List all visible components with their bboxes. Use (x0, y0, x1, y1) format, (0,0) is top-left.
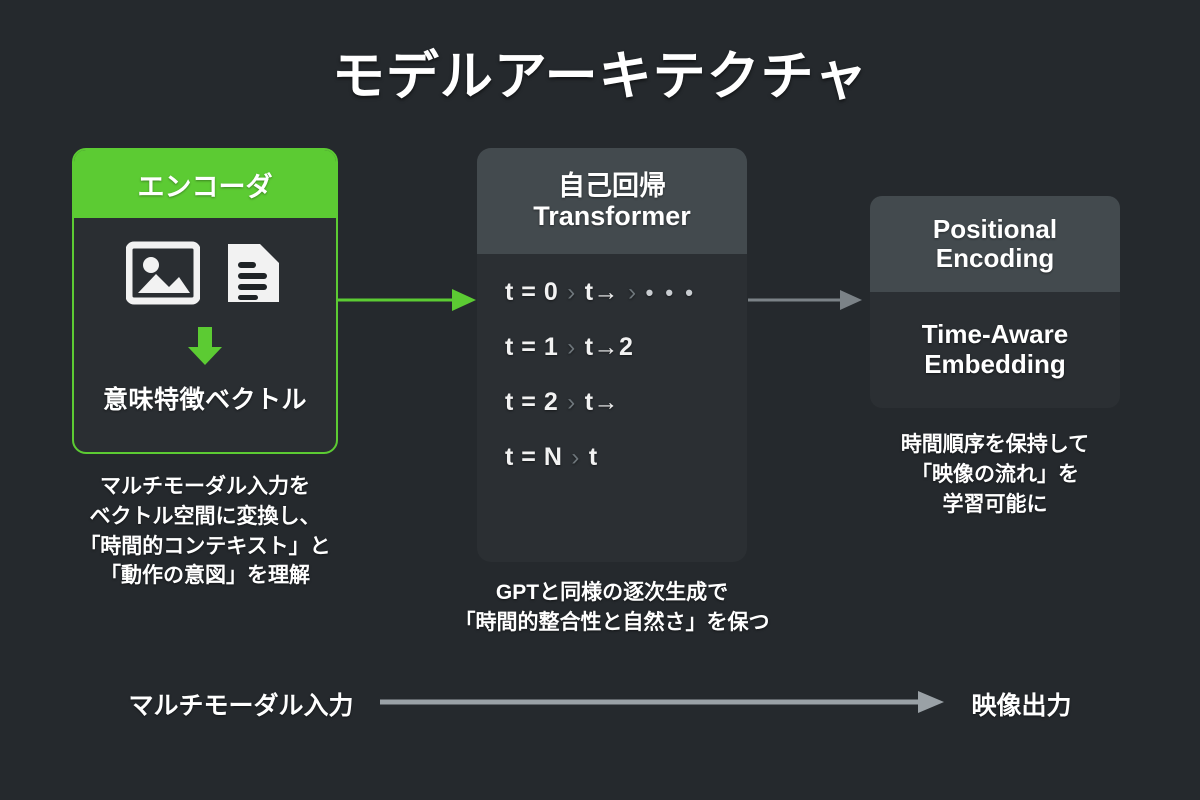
transformer-step-row: t = N › t (477, 443, 747, 472)
caption-line: 学習可能に (942, 492, 1048, 516)
arrow-encoder-to-transformer (336, 288, 478, 317)
transformer-step-list: t = 0 › t→ › • • • t = 1 › t→2 t = 2 › t… (477, 254, 747, 472)
step-target: t→2 (584, 333, 634, 361)
caption-line: 「時間的コンテキスト」と (79, 534, 331, 558)
chevron-right-icon: › (567, 278, 576, 306)
down-arrow-icon (185, 325, 225, 372)
positional-header: Positional Encoding (870, 196, 1120, 292)
positional-title-line2: Encoding (935, 243, 1055, 273)
arrow-transformer-to-positional (748, 288, 864, 317)
transformer-step-row: t = 2 › t→ (477, 388, 747, 417)
positional-encoding-card: Positional Encoding Time-Aware Embedding (870, 196, 1120, 408)
transformer-step-row: t = 1 › t→2 (477, 333, 747, 362)
positional-caption: 時間順序を保持して 「映像の流れ」を 学習可能に (845, 430, 1145, 519)
step-label: t = N (505, 443, 563, 471)
caption-line: 「時間的整合性と自然さ」を保つ (454, 610, 770, 634)
positional-title-line1: Positional (932, 213, 1058, 244)
caption-line: マルチモーダル入力を (100, 475, 310, 498)
encoder-body: 意味特徴ベクトル (74, 218, 336, 452)
chevron-right-icon: › (628, 278, 637, 306)
step-label: t = 1 (505, 333, 559, 361)
encoder-vector-label: 意味特徴ベクトル (102, 386, 307, 414)
page-title: モデルアーキテクチャ (331, 47, 869, 106)
embedding-title-line2: Embedding (924, 349, 1066, 379)
embedding-title-line1: Time-Aware (921, 319, 1069, 350)
caption-line: 「映像の流れ」を (911, 462, 1079, 486)
step-target: t→ (584, 278, 620, 306)
caption-line: ベクトル空間に変換し、 (89, 504, 321, 528)
chevron-right-icon: › (567, 333, 576, 361)
caption-line: GPTと同様の逐次生成で (495, 581, 729, 604)
encoder-caption: マルチモーダル入力を ベクトル空間に変換し、 「時間的コンテキスト」と 「動作の… (35, 472, 375, 591)
chevron-right-icon: › (571, 443, 580, 471)
step-label: t = 0 (505, 278, 559, 306)
transformer-header: 自己回帰 Transformer (477, 148, 747, 254)
transformer-title-jp: 自己回帰 (558, 170, 666, 201)
step-target: t (588, 443, 598, 471)
flow-output-label: 映像出力 (971, 692, 1072, 720)
bottom-flow: マルチモーダル入力 映像出力 (0, 686, 1200, 722)
caption-line: 「動作の意図」を理解 (100, 564, 310, 588)
flow-input-label: マルチモーダル入力 (128, 692, 354, 720)
step-ellipsis: • • • (645, 279, 696, 305)
encoder-header: エンコーダ (74, 150, 336, 218)
transformer-caption: GPTと同様の逐次生成で 「時間的整合性と自然さ」を保つ (427, 578, 797, 638)
flow-arrow-icon (379, 690, 946, 719)
caption-line: 時間順序を保持して (900, 433, 1090, 456)
step-label: t = 2 (505, 388, 559, 416)
encoder-input-icons (125, 240, 284, 311)
transformer-title-en: Transformer (533, 201, 691, 231)
transformer-step-row: t = 0 › t→ › • • • (477, 278, 747, 307)
positional-body: Time-Aware Embedding (870, 292, 1120, 408)
step-target: t→ (584, 388, 620, 416)
transformer-card: 自己回帰 Transformer t = 0 › t→ › • • • t = … (477, 148, 747, 562)
document-icon (222, 240, 284, 311)
image-icon (125, 241, 201, 310)
encoder-card: エンコーダ (72, 148, 338, 454)
chevron-right-icon: › (567, 388, 576, 416)
